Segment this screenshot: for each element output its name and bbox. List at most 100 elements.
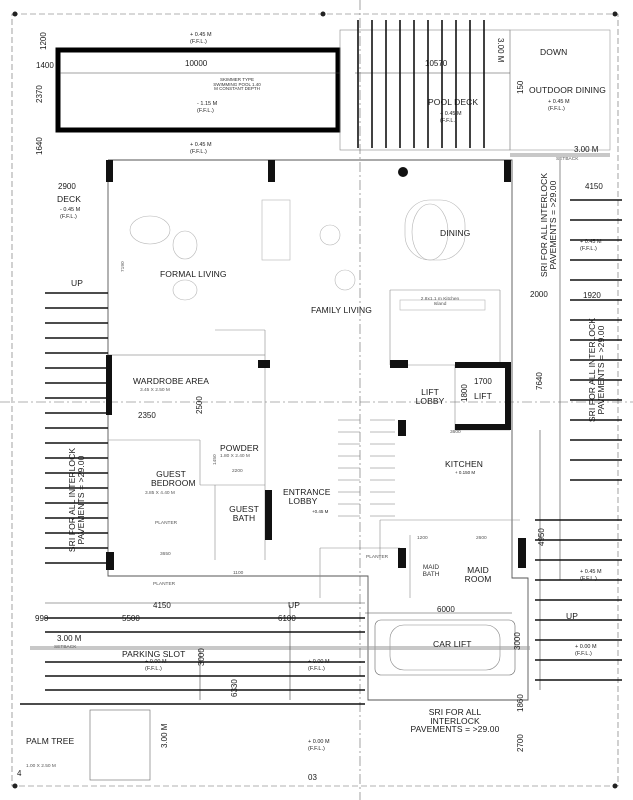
grid-marker-4: 4 <box>17 769 22 778</box>
room-lift: LIFT <box>474 391 492 401</box>
swimming-pool <box>55 47 341 133</box>
dim-7640: 7640 <box>535 372 544 390</box>
dim-3600: 3600 <box>450 430 461 435</box>
dim-1400: 1400 <box>36 61 54 70</box>
dim-1200: 1200 <box>39 32 48 50</box>
dim-4150-right: 4150 <box>585 182 603 191</box>
elev-drive: + 0.00 M <box>308 659 330 665</box>
elev-parking: + 0.00 M <box>145 659 167 665</box>
room-guest-bath: GUEST BATH <box>229 504 259 523</box>
elev-right-mid-ffl: (F.F.L.) <box>580 246 597 252</box>
room-car-lift: CAR LIFT <box>433 639 472 649</box>
dim-10570: 10570 <box>425 59 448 68</box>
room-guest-bedroom: GUEST BEDROOM <box>151 469 196 488</box>
dim-2370: 2370 <box>35 85 44 103</box>
pavement-note-left: SRI FOR ALL INTERLOCK PAVEMENTS = >29.00 <box>67 447 86 553</box>
dim-7190: 7190 <box>121 261 126 272</box>
planter-label-3: PLANTER <box>155 521 178 526</box>
room-outdoor-dining: OUTDOOR DINING <box>529 85 606 95</box>
room-formal-living: FORMAL LIVING <box>160 269 227 279</box>
planter-label-1: PLANTER <box>153 582 176 587</box>
elev-pool-top-ffl: (F.F.L.) <box>190 39 207 45</box>
room-deck: DECK <box>57 194 82 204</box>
dim-10000: 10000 <box>185 59 208 68</box>
room-entrance-lobby: ENTRANCE LOBBY <box>283 487 331 506</box>
pool-note: SKIMMER TYPE SWIMMING POOL 1.40 M CONSTA… <box>213 77 261 91</box>
kitchen-island: 2.8x1.1 m Kitchen Island <box>420 297 460 307</box>
dim-3000-right: 3000 <box>513 632 522 650</box>
dim-300-right: 3.00 M <box>574 145 599 154</box>
elev-right-mid: + 0.45 M <box>580 239 602 245</box>
dim-300-top: 3.00 M <box>496 38 505 63</box>
room-wardrobe-area: WARDROBE AREA <box>133 376 210 386</box>
pavement-note-right-2: SRI FOR ALL INTERLOCK PAVEMENTS = >29.00 <box>587 317 606 423</box>
dim-2600: 2600 <box>476 536 487 541</box>
elev-kitchen: + 0.150 M <box>455 470 476 475</box>
elev-deck-left-ffl: (F.F.L.) <box>60 214 77 220</box>
elev-entry-bottom: + 0.00 M <box>308 739 330 745</box>
elev-outdoor: + 0.45 M <box>548 99 570 105</box>
elev-pool-deck: + 0.45 M <box>440 111 462 117</box>
room-dining: DINING <box>440 228 471 238</box>
dim-1920: 1920 <box>583 291 601 300</box>
powder-size: 1.80 X 2.40 M <box>220 454 250 459</box>
room-maid-room: MAID ROOM <box>464 565 492 584</box>
elev-pool: - 1.15 M <box>197 101 218 107</box>
guest-bedroom-size: 3.85 X 4.40 M <box>145 491 175 496</box>
elev-deck-left: - 0.45 M <box>60 207 81 213</box>
dim-2000: 2000 <box>530 290 548 299</box>
up-label-right: UP <box>566 611 579 621</box>
elev-car-lift: + 0.00 M <box>575 644 597 650</box>
palm-size: 1.00 X 2.50 M <box>26 764 56 769</box>
dim-2900: 2900 <box>58 182 76 191</box>
elev-deck-top-ffl: (F.F.L.) <box>190 149 207 155</box>
planter-label-2: PLANTER <box>366 555 389 560</box>
dim-3000-mid: 3000 <box>197 648 206 666</box>
dim-1450: 1450 <box>213 454 218 465</box>
dim-6000: 6000 <box>437 605 455 614</box>
dim-6330: 6330 <box>230 679 239 697</box>
dim-5500: 5500 <box>122 614 140 623</box>
room-powder: POWDER <box>220 443 259 453</box>
up-label-bottom: UP <box>288 600 301 610</box>
up-label-left: UP <box>71 278 84 288</box>
room-kitchen: KITCHEN <box>445 459 484 469</box>
pavement-note-bottom: SRI FOR ALL INTERLOCK PAVEMENTS = >29.00 <box>410 707 500 734</box>
elev-right-low: + 0.45 M <box>580 569 602 575</box>
elev-pool-deck-ffl: (F.F.L.) <box>440 118 457 124</box>
dim-03: 03 <box>308 773 317 782</box>
dim-150: 150 <box>516 80 525 94</box>
dim-4150-bottom: 4150 <box>153 601 171 610</box>
elev-right-low-ffl: (F.F.L.) <box>580 576 597 582</box>
elev-entrance: +0.45 M <box>312 509 329 514</box>
dim-300-left: 3.00 M <box>57 634 82 643</box>
elev-deck-top: + 0.45 M <box>190 142 212 148</box>
elev-drive-ffl: (F.F.L.) <box>308 666 325 672</box>
dim-300-bottom: 3.00 M <box>160 723 169 748</box>
room-down: DOWN <box>540 47 568 57</box>
dim-2350: 2350 <box>138 411 156 420</box>
elev-outdoor-ffl: (F.F.L.) <box>548 106 565 112</box>
dim-990: 990 <box>35 614 49 623</box>
dim-1800: 1800 <box>460 384 469 402</box>
dim-4950: 4950 <box>537 528 546 546</box>
dim-6100: 6100 <box>278 614 296 623</box>
dim-1640: 1640 <box>35 137 44 155</box>
elev-entry-bottom-ffl: (F.F.L.) <box>308 746 325 752</box>
dim-2500: 2500 <box>195 396 204 414</box>
room-palm-tree: PALM TREE <box>26 736 75 746</box>
dim-1200b: 1200 <box>417 536 428 541</box>
wardrobe-size: 3.45 X 2.50 M <box>140 388 170 393</box>
elev-pool-top: + 0.45 M <box>190 32 212 38</box>
dim-1700: 1700 <box>474 377 492 386</box>
room-parking-slot: PARKING SLOT <box>122 649 186 659</box>
elev-pool-ffl: (F.F.L.) <box>197 108 214 114</box>
room-family-living: FAMILY LIVING <box>311 305 372 315</box>
dim-1100: 1100 <box>233 571 244 576</box>
setback-label-top: SETBACK <box>556 157 579 162</box>
room-maid-bath: MAID BATH <box>422 564 440 578</box>
room-lift-lobby: LIFT LOBBY <box>415 387 445 406</box>
room-pool-deck: POOL DECK <box>428 97 479 107</box>
dim-3650: 3650 <box>160 552 171 557</box>
